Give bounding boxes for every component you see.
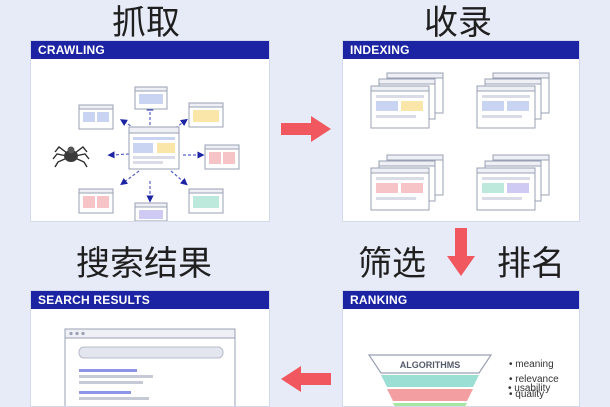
filter-title: 筛选 xyxy=(358,244,426,284)
crawling-header: CRAWLING xyxy=(31,41,269,59)
page-bottom-right xyxy=(188,188,224,214)
center-page xyxy=(128,126,180,170)
indexing-panel: INDEXING xyxy=(342,40,580,222)
funnel-top xyxy=(367,354,493,374)
indexing-title: 收录 xyxy=(424,3,492,43)
arrow-left-icon xyxy=(281,366,331,392)
page-right xyxy=(204,144,240,170)
ranking-panel: RANKING ALGORITHMS • meaning • relevance… xyxy=(342,290,580,407)
search-results-header: SEARCH RESULTS xyxy=(31,291,269,309)
ranking-illustration: ALGORITHMS • meaning • relevance • quali… xyxy=(367,354,559,406)
page-top-right xyxy=(188,102,224,128)
indexing-illustration xyxy=(370,72,550,211)
ranking-criterion: • quality xyxy=(509,389,544,400)
arrow-right-icon xyxy=(281,116,331,142)
ranking-title: 排名 xyxy=(497,244,565,284)
index-stack-top-left xyxy=(370,72,444,129)
crawling-panel: CRAWLING xyxy=(30,40,270,222)
page-top-left xyxy=(78,104,114,130)
funnel-band-teal xyxy=(381,375,479,387)
page-bottom-center xyxy=(134,202,168,221)
index-stack-bottom-right xyxy=(476,154,550,211)
ranking-criterion: • meaning xyxy=(509,359,554,370)
page-top-center xyxy=(134,86,168,110)
arrow-down-icon xyxy=(447,228,475,276)
results-page xyxy=(64,328,236,406)
result-lines xyxy=(79,369,153,400)
spider-icon xyxy=(52,146,90,168)
crawling-title: 抓取 xyxy=(112,3,180,43)
ranking-header: RANKING xyxy=(343,291,579,309)
crawling-illustration xyxy=(52,86,240,221)
funnel-band-green xyxy=(393,403,467,406)
results-search-bar xyxy=(78,346,224,359)
page-bottom-left xyxy=(78,188,114,214)
ranking-criterion: • usability xyxy=(508,383,551,394)
ranking-criterion: • relevance xyxy=(509,374,559,385)
search-results-panel: SEARCH RESULTS xyxy=(30,290,270,407)
index-stack-top-right xyxy=(476,72,550,129)
search-results-title: 搜索结果 xyxy=(76,244,212,284)
funnel-label: ALGORITHMS xyxy=(400,360,461,370)
indexing-header: INDEXING xyxy=(343,41,579,59)
search-results-illustration xyxy=(64,328,236,406)
funnel-band-red xyxy=(387,389,473,401)
index-stack-bottom-left xyxy=(370,154,444,211)
